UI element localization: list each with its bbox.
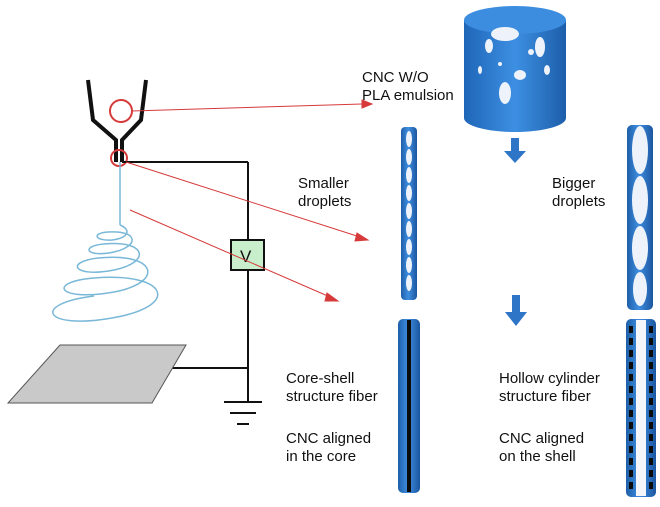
emulsion-droplet — [491, 27, 519, 41]
droplet — [406, 275, 412, 291]
cnc-dash — [649, 422, 653, 429]
droplet — [632, 176, 648, 224]
emulsion-droplet — [528, 49, 534, 55]
small-droplet-fiber — [401, 127, 417, 300]
pointer-arrows — [125, 99, 374, 302]
spinneret-highlight-circle — [109, 99, 133, 123]
droplet — [406, 221, 412, 237]
emulsion-cylinder — [464, 6, 566, 132]
cnc-dash — [629, 410, 633, 417]
hollow-cylinder-fiber — [626, 319, 656, 497]
bigger-droplets-label-line2: droplets — [552, 193, 606, 210]
cnc-dash — [649, 362, 653, 369]
emulsion-droplet — [514, 70, 526, 80]
spinneret — [86, 79, 148, 167]
process-arrow — [505, 295, 527, 326]
tip-highlight-circle — [110, 149, 128, 167]
emulsion-label-line2: PLA emulsion — [362, 87, 454, 104]
emulsion-droplet — [485, 39, 493, 53]
cnc-dash — [649, 326, 653, 333]
cnc-dash — [649, 386, 653, 393]
emulsion-droplet — [544, 65, 550, 75]
cnc-dash — [629, 398, 633, 405]
cnc-dash — [649, 374, 653, 381]
emulsion-droplet — [499, 82, 511, 104]
cnc-dash — [649, 482, 653, 489]
smaller-droplets-label-line2: droplets — [298, 193, 352, 210]
droplet — [406, 257, 412, 273]
hollow-core — [636, 320, 646, 496]
bigger-droplets-label-line1: Bigger — [552, 175, 596, 192]
droplet — [632, 126, 648, 174]
cnc-dash — [649, 338, 653, 345]
cnc-dash — [629, 482, 633, 489]
core-shell-label-line2: structure fiber — [286, 388, 378, 405]
big-droplet-fiber — [627, 125, 653, 310]
cnc-dash — [629, 326, 633, 333]
cnc-dash — [629, 458, 633, 465]
process-arrow — [504, 138, 526, 163]
cnc-dash — [649, 470, 653, 477]
droplet — [406, 149, 412, 165]
cnc-dash — [649, 434, 653, 441]
cnc-dash — [649, 350, 653, 357]
cnc-dash — [649, 398, 653, 405]
voltmeter-label: V — [240, 247, 252, 266]
collector-plate — [6, 344, 187, 404]
cnc-dash — [629, 470, 633, 477]
cnc-shell-dashes — [629, 326, 653, 489]
emulsion-label-line1: CNC W/O — [362, 69, 429, 86]
cnc-dash — [629, 338, 633, 345]
droplet — [406, 203, 412, 219]
cnc-dash — [649, 446, 653, 453]
cnc-dash — [629, 446, 633, 453]
cnc-dash — [629, 434, 633, 441]
cnc-dash — [649, 410, 653, 417]
hollow-cylinder-label-line2: structure fiber — [499, 388, 591, 405]
droplet — [632, 226, 648, 270]
cnc-dash — [629, 350, 633, 357]
cnc-dash — [649, 458, 653, 465]
hollow-cylinder-note-line2: on the shell — [499, 448, 576, 465]
core-shell-note-line2: in the core — [286, 448, 357, 465]
emulsion-droplet — [478, 66, 482, 74]
cnc-dash — [629, 386, 633, 393]
droplet — [406, 167, 412, 183]
hollow-cylinder-label-line1: Hollow cylinder — [499, 370, 600, 387]
droplet — [406, 131, 412, 147]
cnc-dash — [629, 422, 633, 429]
core-shell-note-line1: CNC aligned — [286, 430, 372, 447]
droplet — [633, 272, 647, 306]
emulsion-droplet — [498, 62, 502, 66]
cnc-dash — [629, 374, 633, 381]
droplet — [406, 185, 412, 201]
droplet — [406, 239, 412, 255]
emulsion-droplet — [535, 37, 545, 57]
voltmeter — [230, 239, 265, 271]
ground-symbol — [224, 401, 262, 425]
fiber-jet-spiral — [52, 162, 159, 322]
core-shell-fiber — [398, 319, 420, 493]
smaller-droplets-label-line1: Smaller — [298, 175, 349, 192]
cnc-core — [407, 320, 411, 492]
cnc-dash — [629, 362, 633, 369]
core-shell-label-line1: Core-shell — [286, 370, 355, 387]
hollow-cylinder-note-line1: CNC aligned — [499, 430, 585, 447]
